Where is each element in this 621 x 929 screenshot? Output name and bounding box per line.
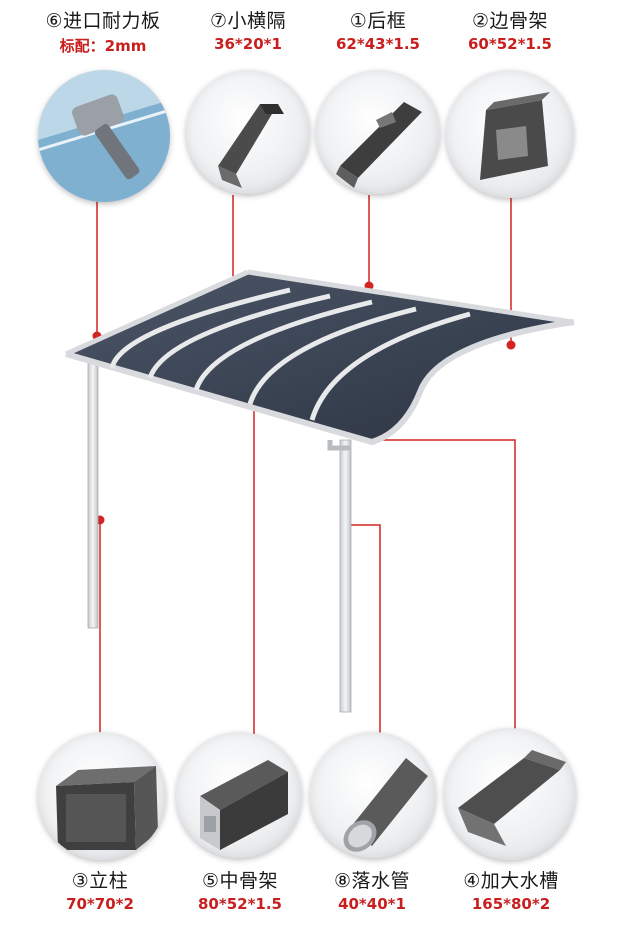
part-title: ⑤中骨架	[201, 870, 279, 892]
part-label-side-frame: ②边骨架 60*52*1.5	[440, 6, 580, 53]
part-spec: 标配：2mm	[59, 37, 147, 55]
panel-hammer-image	[38, 70, 170, 202]
square-post-image	[38, 732, 166, 860]
round-downpipe-image	[310, 732, 436, 858]
part-spec: 165*80*2	[471, 895, 551, 913]
part-spec: 70*70*2	[66, 895, 134, 913]
part-title: ①后框	[349, 10, 407, 32]
part-title: ⑥进口耐力板	[45, 10, 161, 32]
part-spec: 60*52*1.5	[467, 35, 552, 53]
part-spec: 40*40*1	[338, 895, 406, 913]
part-title: ⑦小横隔	[209, 10, 287, 32]
part-title: ⑧落水管	[333, 870, 411, 892]
part-spec: 80*52*1.5	[197, 895, 282, 913]
part-label-middle-frame: ⑤中骨架 80*52*1.5	[172, 866, 308, 913]
rear-frame-image	[316, 70, 440, 194]
middle-frame-image	[176, 732, 302, 858]
part-label-post: ③立柱 70*70*2	[32, 866, 168, 913]
part-label-gutter: ④加大水槽 165*80*2	[438, 866, 584, 913]
part-title: ②边骨架	[471, 10, 549, 32]
side-frame-image	[446, 70, 574, 198]
small-crossbar-image	[186, 70, 310, 194]
part-title: ④加大水槽	[463, 870, 559, 892]
part-label-rear-frame: ①后框 62*43*1.5	[310, 6, 446, 53]
part-label-downpipe: ⑧落水管 40*40*1	[304, 866, 440, 913]
polycarbonate-panel	[68, 272, 572, 440]
part-spec: 36*20*1	[214, 35, 282, 53]
front-right-post	[339, 439, 352, 713]
front-left-post	[87, 359, 99, 629]
part-title: ③立柱	[71, 870, 129, 892]
part-spec: 62*43*1.5	[335, 35, 420, 53]
gutter-image	[444, 728, 576, 860]
part-label-small-crossbar: ⑦小横隔 36*20*1	[180, 6, 316, 53]
part-label-panel: ⑥进口耐力板 标配：2mm	[28, 6, 178, 56]
